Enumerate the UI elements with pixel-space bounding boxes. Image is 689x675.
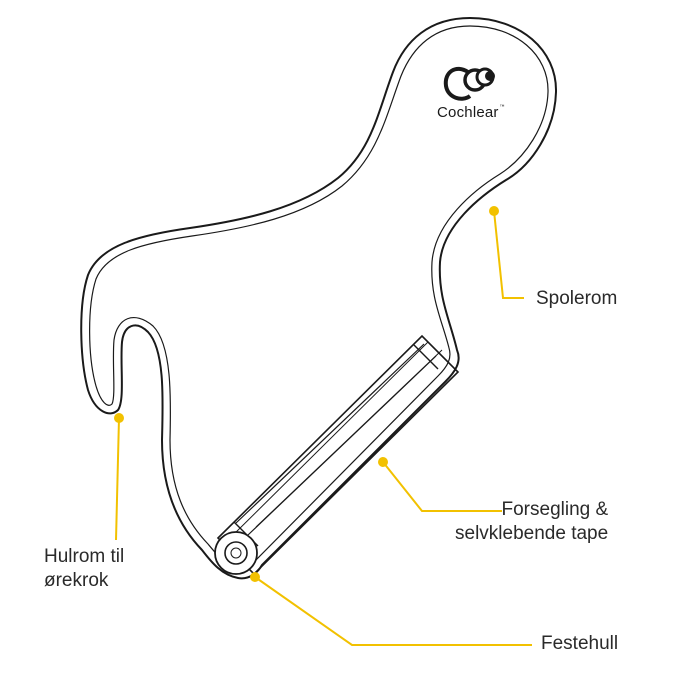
pouch-outline-outer xyxy=(80,16,558,580)
callout-hulrom xyxy=(114,413,124,541)
label-forsegling-line1: Forsegling & xyxy=(501,499,609,520)
label-spolerom: Spolerom xyxy=(536,287,617,311)
pouch-outline-inner xyxy=(89,25,549,571)
attachment-hole xyxy=(214,531,258,575)
cochlear-logo-text: Cochlear™ xyxy=(437,104,505,121)
callout-forsegling xyxy=(378,457,502,512)
label-festehull: Festehull xyxy=(541,632,618,656)
cochlear-logo-icon xyxy=(443,66,495,101)
logo-trademark: ™ xyxy=(499,104,505,110)
callout-festehull xyxy=(250,572,532,646)
label-hulrom: Hulrom til ørekrok xyxy=(44,545,124,593)
label-festehull-text: Festehull xyxy=(541,633,619,654)
label-hulrom-line1: Hulrom til xyxy=(44,546,125,567)
logo-wordmark: Cochlear xyxy=(437,104,499,121)
callout-spolerom xyxy=(489,206,524,299)
label-hulrom-line2: ørekrok xyxy=(44,570,109,591)
label-spolerom-text: Spolerom xyxy=(536,288,618,309)
label-forsegling: Forsegling & selvklebende tape xyxy=(455,498,608,546)
label-forsegling-line2: selvklebende tape xyxy=(455,523,609,544)
seal-strip xyxy=(216,334,460,576)
